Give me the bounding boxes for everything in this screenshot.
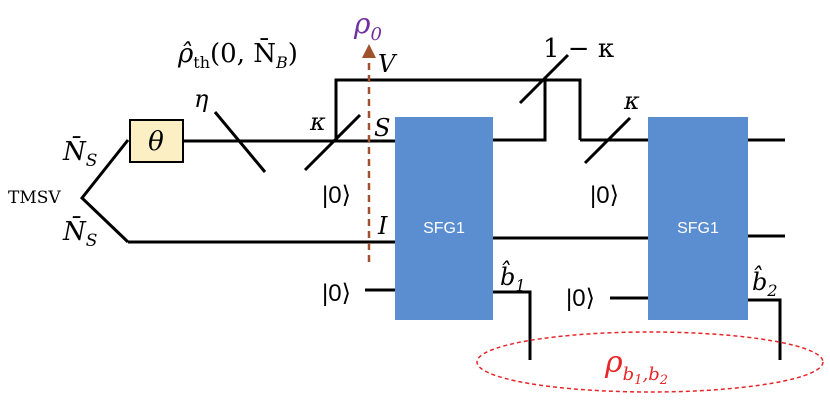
one-minus-kappa-beamsplitter	[518, 53, 570, 105]
thermal-state-label: ρ̂th(0, N̄B)	[177, 37, 298, 72]
v-mode-label: V	[378, 50, 398, 78]
kappa-label-1: κ	[309, 108, 326, 136]
signal-path	[128, 78, 785, 360]
tmsv-label: TMSV	[8, 188, 61, 208]
output-state-ellipse	[476, 331, 824, 393]
idler-photon-label: N̄S	[62, 215, 97, 251]
rho0-arrow-head	[362, 44, 376, 58]
tmsv-source-lines	[79, 139, 130, 244]
one-minus-kappa-label: 1 − κ	[543, 34, 614, 64]
loss-beamsplitter	[213, 111, 267, 173]
loss-label: η	[194, 85, 209, 113]
kappa-label-2: κ	[623, 87, 640, 115]
rho0-label: ρ0	[353, 7, 382, 45]
sfg-box-2	[648, 117, 748, 320]
vacuum-label-4: |0⟩	[566, 285, 595, 312]
i-mode-label: I	[377, 212, 388, 240]
output-state-label: ρb1,b2	[604, 345, 668, 388]
sfg-label-1: SFG1	[423, 220, 465, 237]
beamsplitters	[213, 53, 632, 173]
b1-label: b̂1	[500, 260, 526, 295]
vacuum-label-3: |0⟩	[590, 182, 619, 209]
signal-photon-label: N̄S	[62, 135, 97, 171]
kappa-beamsplitter-1	[303, 113, 362, 172]
s-mode-label: S	[374, 114, 390, 142]
b2-label: b̂2	[752, 265, 778, 300]
sfg-label-2: SFG1	[677, 220, 719, 237]
kappa-beamsplitter-2	[583, 116, 632, 165]
vacuum-label-2: |0⟩	[322, 280, 351, 307]
phase-shifter-label: θ	[148, 127, 164, 157]
sfg-box-1	[395, 117, 493, 320]
vacuum-label-1: |0⟩	[322, 182, 351, 209]
